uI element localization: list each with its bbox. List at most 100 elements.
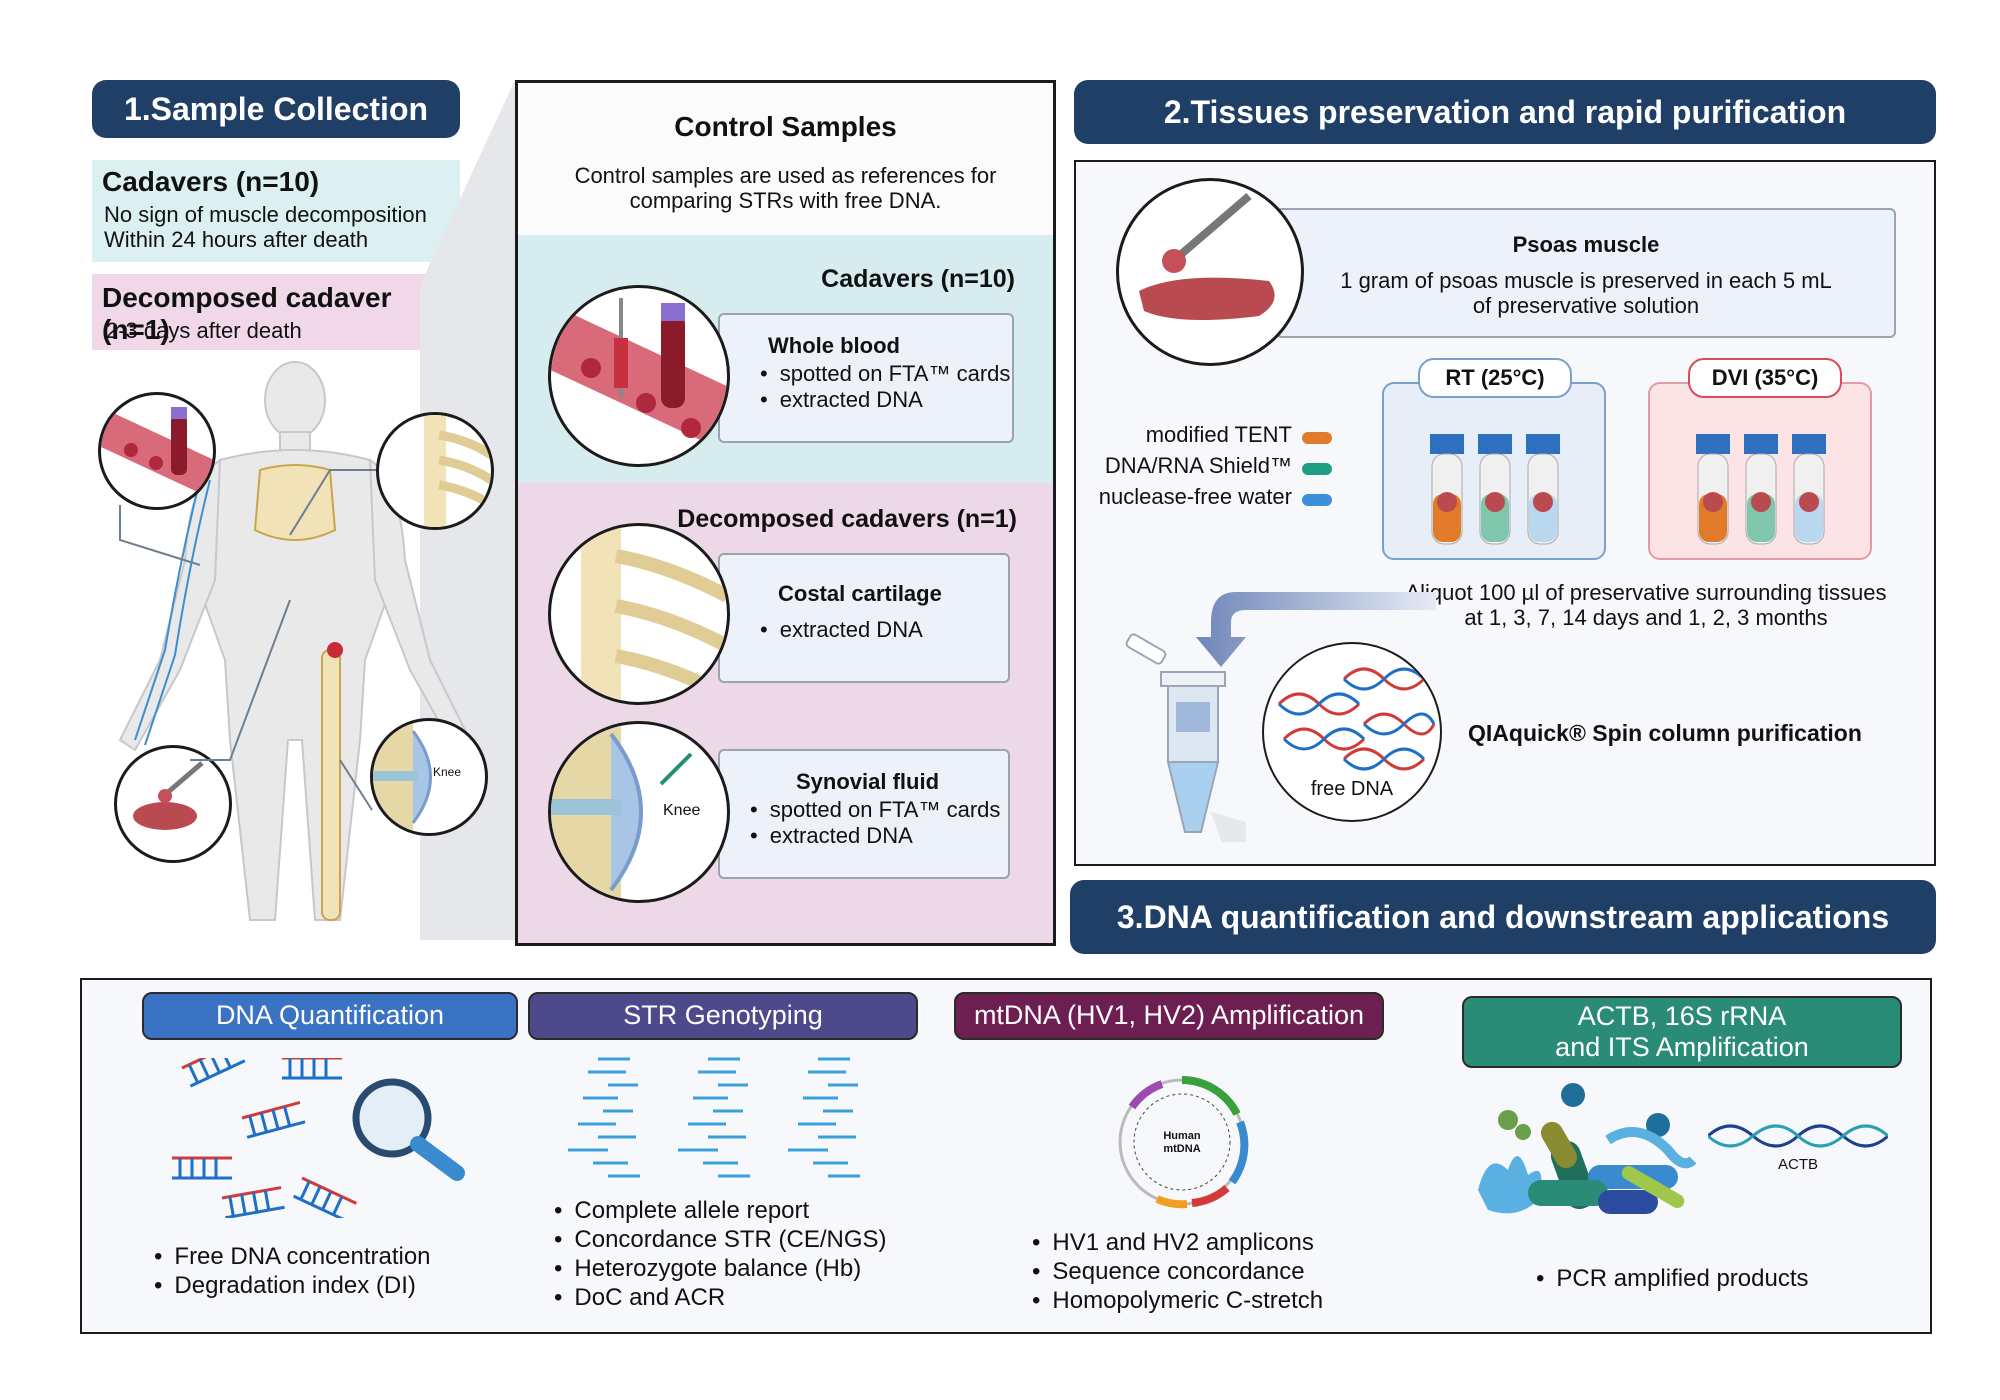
- whole-blood-item: extracted DNA: [760, 387, 1010, 413]
- legend-shield-swatch: [1302, 463, 1332, 475]
- control-title: Control Samples: [674, 111, 897, 142]
- str-item: Complete allele report: [554, 1196, 887, 1225]
- synovial-title: Synovial fluid: [796, 769, 940, 794]
- actb-title: ACTB, 16S rRNA: [1577, 1000, 1787, 1031]
- psoas-title: Psoas muscle: [1512, 232, 1660, 257]
- dna-quant-list: Free DNA concentration Degradation index…: [154, 1242, 431, 1300]
- knee-zoom-circle-small: Knee: [370, 718, 488, 836]
- actb-dna-illustration: [1708, 1124, 1888, 1148]
- free-dna-label: free DNA: [1310, 778, 1394, 800]
- str-title: STR Genotyping: [623, 1000, 823, 1031]
- control-desc2: comparing STRs with free DNA.: [629, 188, 942, 213]
- mtdna-item: Homopolymeric C-stretch: [1032, 1286, 1323, 1315]
- dvi-tubes-box: [1648, 382, 1872, 560]
- human-body-illustration: [118, 361, 472, 921]
- control-decomposed-heading: Decomposed cadavers (n=1): [677, 505, 1017, 533]
- free-dna-circle: free DNA: [1262, 642, 1442, 822]
- control-samples-panel: Control Samples Control samples are used…: [515, 80, 1056, 946]
- mtdna-item: HV1 and HV2 amplicons: [1032, 1228, 1323, 1257]
- costal-item: extracted DNA: [760, 617, 923, 643]
- rt-label-pill: RT (25°C): [1418, 358, 1572, 398]
- control-decomposed-section: Decomposed cadavers (n=1) Costal cartila…: [518, 483, 1053, 943]
- qiaquick-label: QIAquick® Spin column purification: [1468, 720, 1862, 746]
- control-desc1: Control samples are used as references f…: [574, 163, 997, 188]
- dna-quant-illustration: [172, 1058, 465, 1218]
- legend-shield: DNA/RNA Shield™: [1104, 453, 1292, 478]
- dna-quant-item: Free DNA concentration: [154, 1242, 430, 1271]
- psoas-line2: of preservative solution: [1472, 293, 1700, 318]
- aliquot-line1: Aliquot 100 µl of preservative surroundi…: [1405, 580, 1887, 605]
- dvi-tubes: [1696, 434, 1826, 545]
- whole-blood-item: spotted on FTA™ cards: [760, 361, 1011, 387]
- mtdna-item: Sequence concordance: [1032, 1257, 1323, 1286]
- actb-item: PCR amplified products: [1536, 1264, 1808, 1293]
- synovial-item: spotted on FTA™ cards: [750, 797, 1001, 823]
- whole-blood-card: Whole blood spotted on FTA™ cards extrac…: [718, 313, 1014, 443]
- mtdna-label1: Human: [1163, 1130, 1201, 1142]
- cadavers-line2: Within 24 hours after death: [104, 227, 369, 252]
- str-header: STR Genotyping: [528, 992, 918, 1040]
- mtdna-title: mtDNA (HV1, HV2) Amplification: [973, 1000, 1365, 1031]
- spin-column-tube: [1125, 633, 1246, 842]
- tissues-panel: Psoas muscle 1 gram of psoas muscle is p…: [1074, 160, 1936, 866]
- rt-label: RT (25°C): [1445, 365, 1545, 390]
- str-item: Heterozygote balance (Hb): [554, 1254, 887, 1283]
- whole-blood-title: Whole blood: [768, 333, 900, 358]
- mtdna-map-illustration: [1118, 1076, 1249, 1209]
- synovial-item: extracted DNA: [750, 823, 1000, 849]
- blood-vessel-zoom-circle: [98, 392, 216, 510]
- dna-quantification-banner: 3.DNA quantification and downstream appl…: [1070, 880, 1936, 954]
- mtdna-header: mtDNA (HV1, HV2) Amplification: [954, 992, 1384, 1040]
- actb-title2: and ITS Amplification: [1555, 1032, 1809, 1062]
- costal-title: Costal cartilage: [778, 581, 942, 606]
- dna-quant-header: DNA Quantification: [142, 992, 518, 1040]
- blood-zoom-circle: [548, 285, 730, 467]
- str-reads-illustration: [568, 1057, 860, 1178]
- dvi-label-pill: DVI (35°C): [1688, 358, 1842, 398]
- cadavers-heading: Cadavers (n=10): [102, 166, 320, 197]
- costal-list: extracted DNA: [760, 617, 923, 643]
- tissues-preservation-title: 2.Tissues preservation and rapid purific…: [1163, 93, 1847, 130]
- mtdna-label2: mtDNA: [1163, 1143, 1201, 1155]
- rt-tubes: [1430, 434, 1560, 545]
- costal-cartilage-card: Costal cartilage extracted DNA: [718, 553, 1010, 683]
- actb-label: ACTB: [1777, 1156, 1818, 1173]
- knee-label: Knee: [663, 802, 701, 819]
- str-item: Concordance STR (CE/NGS): [554, 1225, 886, 1254]
- aliquot-arrow: [1196, 592, 1436, 667]
- decomposed-line1: 2-3 days after death: [106, 318, 302, 343]
- synovial-list: spotted on FTA™ cards extracted DNA: [750, 797, 1001, 849]
- decomposed-info-box: Decomposed cadaver (n=1) 2-3 days after …: [92, 274, 464, 350]
- str-list: Complete allele report Concordance STR (…: [554, 1196, 887, 1312]
- applications-panel: DNA Quantification Free DNA concentratio…: [80, 978, 1932, 1334]
- legend-water: nuclease-free water: [1098, 484, 1292, 509]
- actb-header: ACTB, 16S rRNA and ITS Amplification: [1462, 996, 1902, 1068]
- mtdna-list: HV1 and HV2 amplicons Sequence concordan…: [1032, 1228, 1323, 1315]
- knee-zoom-circle: Knee: [548, 721, 730, 903]
- legend-tent: modified TENT: [1145, 422, 1292, 447]
- tissues-preservation-banner: 2.Tissues preservation and rapid purific…: [1074, 80, 1936, 144]
- rt-tubes-box: [1382, 382, 1606, 560]
- cadavers-line1: No sign of muscle decomposition: [104, 202, 427, 227]
- synovial-fluid-card: Synovial fluid spotted on FTA™ cards ext…: [718, 749, 1010, 879]
- actb-list: PCR amplified products: [1536, 1264, 1808, 1293]
- magnifier-icon: [352, 1078, 465, 1181]
- sample-collection-banner: 1.Sample Collection: [92, 80, 460, 138]
- cartilage-zoom-circle: [548, 523, 730, 705]
- dna-quant-item: Degradation index (DI): [154, 1271, 431, 1300]
- decomposed-heading: Decomposed cadaver (n=1): [102, 282, 392, 345]
- psoas-muscle-circle: [1116, 178, 1304, 366]
- legend-water-swatch: [1302, 494, 1332, 506]
- str-item: DoC and ACR: [554, 1283, 887, 1312]
- control-cadavers-section: Cadavers (n=10) Whole blood spotted on F…: [518, 235, 1053, 483]
- muscle-zoom-circle: [114, 745, 232, 863]
- aliquot-line2: at 1, 3, 7, 14 days and 1, 2, 3 months: [1464, 605, 1828, 630]
- dna-quantification-title: 3.DNA quantification and downstream appl…: [1116, 898, 1890, 935]
- sample-collection-title: 1.Sample Collection: [123, 90, 429, 127]
- whole-blood-list: spotted on FTA™ cards extracted DNA: [760, 361, 1011, 413]
- cadavers-info-box: Cadavers (n=10) No sign of muscle decomp…: [92, 160, 460, 262]
- dna-quant-title: DNA Quantification: [215, 1000, 445, 1031]
- psoas-card: Psoas muscle 1 gram of psoas muscle is p…: [1276, 208, 1896, 338]
- legend-tent-swatch: [1302, 432, 1332, 444]
